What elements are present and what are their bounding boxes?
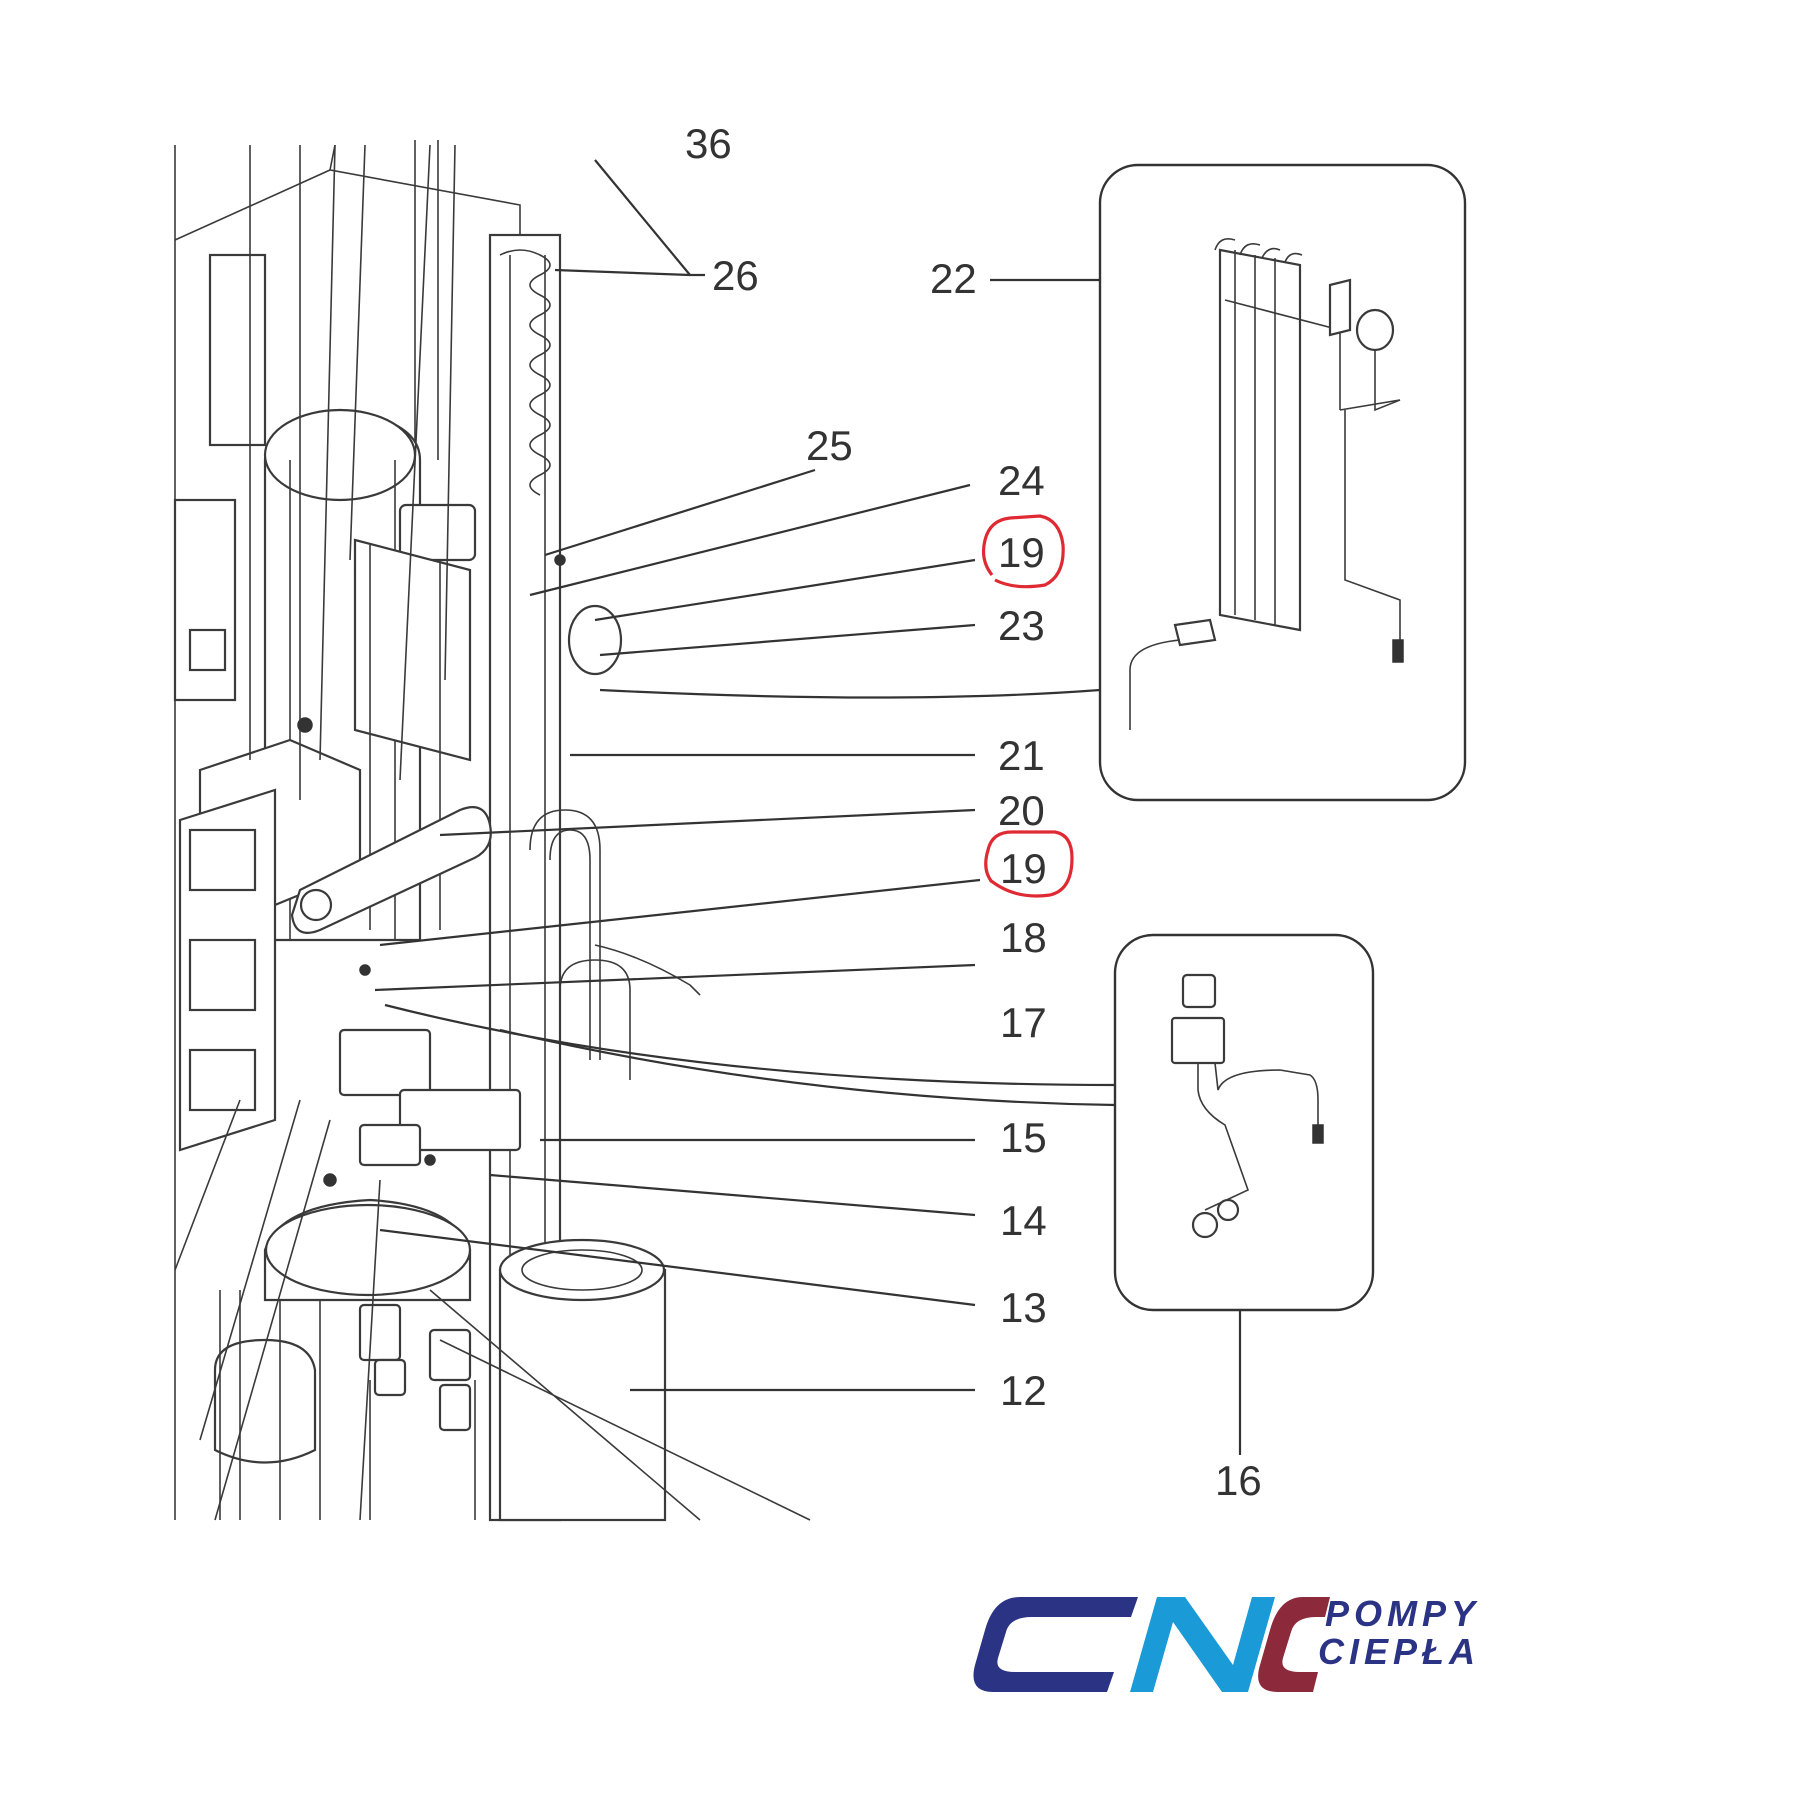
main-unit-drawing xyxy=(173,140,811,1522)
detail-box-16 xyxy=(1113,933,1375,1312)
callout-20: 20 xyxy=(998,787,1045,834)
callout-17: 17 xyxy=(1000,999,1047,1046)
logo-letter-c2 xyxy=(1258,1597,1330,1692)
callout-14: 14 xyxy=(1000,1197,1047,1244)
logo-letter-c1 xyxy=(973,1597,1138,1692)
detail-box-22 xyxy=(1098,163,1467,802)
callout-23: 23 xyxy=(998,602,1045,649)
logo-pompy: POMPY xyxy=(1325,1593,1481,1634)
callout-21: 21 xyxy=(998,732,1045,779)
callout-13: 13 xyxy=(1000,1284,1047,1331)
leader-lines xyxy=(374,159,1242,1455)
callout-19-upper: 19 xyxy=(998,529,1045,576)
highlight-circle-19-lower xyxy=(984,830,1074,898)
callout-25: 25 xyxy=(806,422,853,469)
logo-letter-n xyxy=(1130,1597,1275,1692)
cnc-logo xyxy=(973,1597,1330,1692)
highlight-circle-19-upper xyxy=(981,514,1065,589)
callout-15: 15 xyxy=(1000,1114,1047,1161)
callout-22: 22 xyxy=(930,255,977,302)
callout-12: 12 xyxy=(1000,1367,1047,1414)
callout-19-lower: 19 xyxy=(1000,845,1047,892)
callout-24: 24 xyxy=(998,457,1045,504)
logo-ciepla: CIEPŁA xyxy=(1318,1631,1481,1672)
callout-18: 18 xyxy=(1000,914,1047,961)
callout-labels: 36 26 22 25 24 19 23 21 20 19 18 17 15 1… xyxy=(685,120,1262,1504)
callout-16: 16 xyxy=(1215,1457,1262,1504)
callout-26: 26 xyxy=(712,252,759,299)
callout-36: 36 xyxy=(685,120,732,167)
highlight-marks xyxy=(981,514,1074,898)
